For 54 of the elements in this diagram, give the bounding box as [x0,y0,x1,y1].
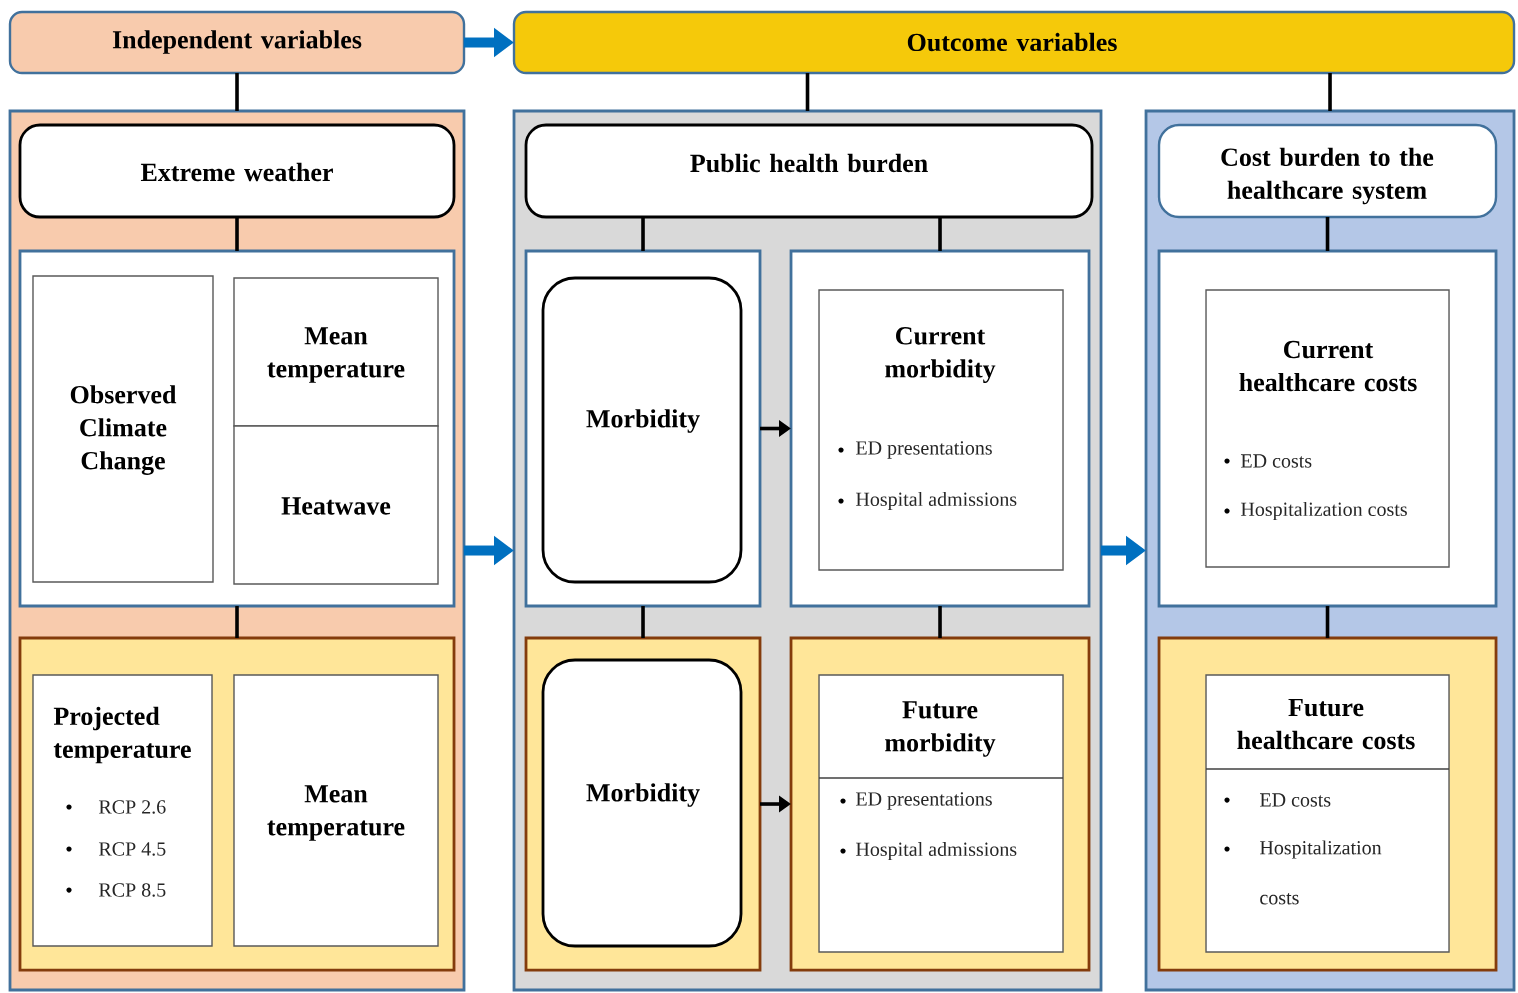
list-item: RCP 8.5 [66,883,166,897]
box-title: Future morbidity [885,701,996,757]
list-item: Hospital admissions [840,841,1017,861]
text-box [32,275,214,583]
box-title: Extreme weather [140,162,333,182]
text-box [32,674,213,947]
box-title: Heatwave [281,497,391,515]
rounded-box [541,658,743,948]
rounded-box [541,276,743,584]
box-title: Projected temperature [53,706,191,764]
text-box [1205,674,1450,953]
box-title: Cost burden to the healthcare system [1221,147,1434,205]
box-title: Future healthcare costs [1237,698,1415,750]
connector-line [1325,217,1330,251]
connector-line [235,606,239,638]
title-box [512,10,1516,75]
list-item: ED costs [1224,454,1312,468]
box-title: Mean temperature [267,785,405,841]
box-title: Observed Climate Change [70,385,177,475]
box-title: Morbidity [586,783,700,807]
list-item: Hospitalization costs [1224,840,1382,905]
connector-line [641,606,645,638]
connector-line [1328,73,1332,111]
rounded-box [524,123,1094,219]
connector-line [938,217,942,251]
box-title: Mean temperature [267,327,405,383]
list-item: RCP 4.5 [66,842,166,856]
list-item: Hospitalization costs [1224,501,1407,521]
text-box [818,289,1064,571]
text-box [1205,289,1450,568]
list-item: RCP 2.6 [66,800,166,814]
box-title: Current morbidity [885,327,996,383]
box-title: Independent variables [112,30,362,54]
rounded-box [1157,123,1498,219]
text-box [233,674,439,947]
connector-line [938,606,942,638]
connector-line [1325,606,1330,638]
box-title: Outcome variables [907,32,1117,52]
list-item: ED presentations [840,792,992,810]
connector-line [641,217,645,251]
list-item: ED costs [1224,793,1331,807]
connector-line [235,217,239,251]
rounded-box [18,123,456,219]
box-title: Morbidity [586,409,700,433]
box-title: Current healthcare costs [1239,340,1417,392]
list-item: ED presentations [838,441,992,459]
title-box [8,10,466,75]
list-item: Hospital admissions [838,491,1017,511]
text-box [233,277,439,427]
connector-line [235,73,239,111]
connector-line [805,73,810,111]
box-title: Public health burden [690,153,928,173]
text-box [818,674,1064,953]
text-box [233,425,439,585]
